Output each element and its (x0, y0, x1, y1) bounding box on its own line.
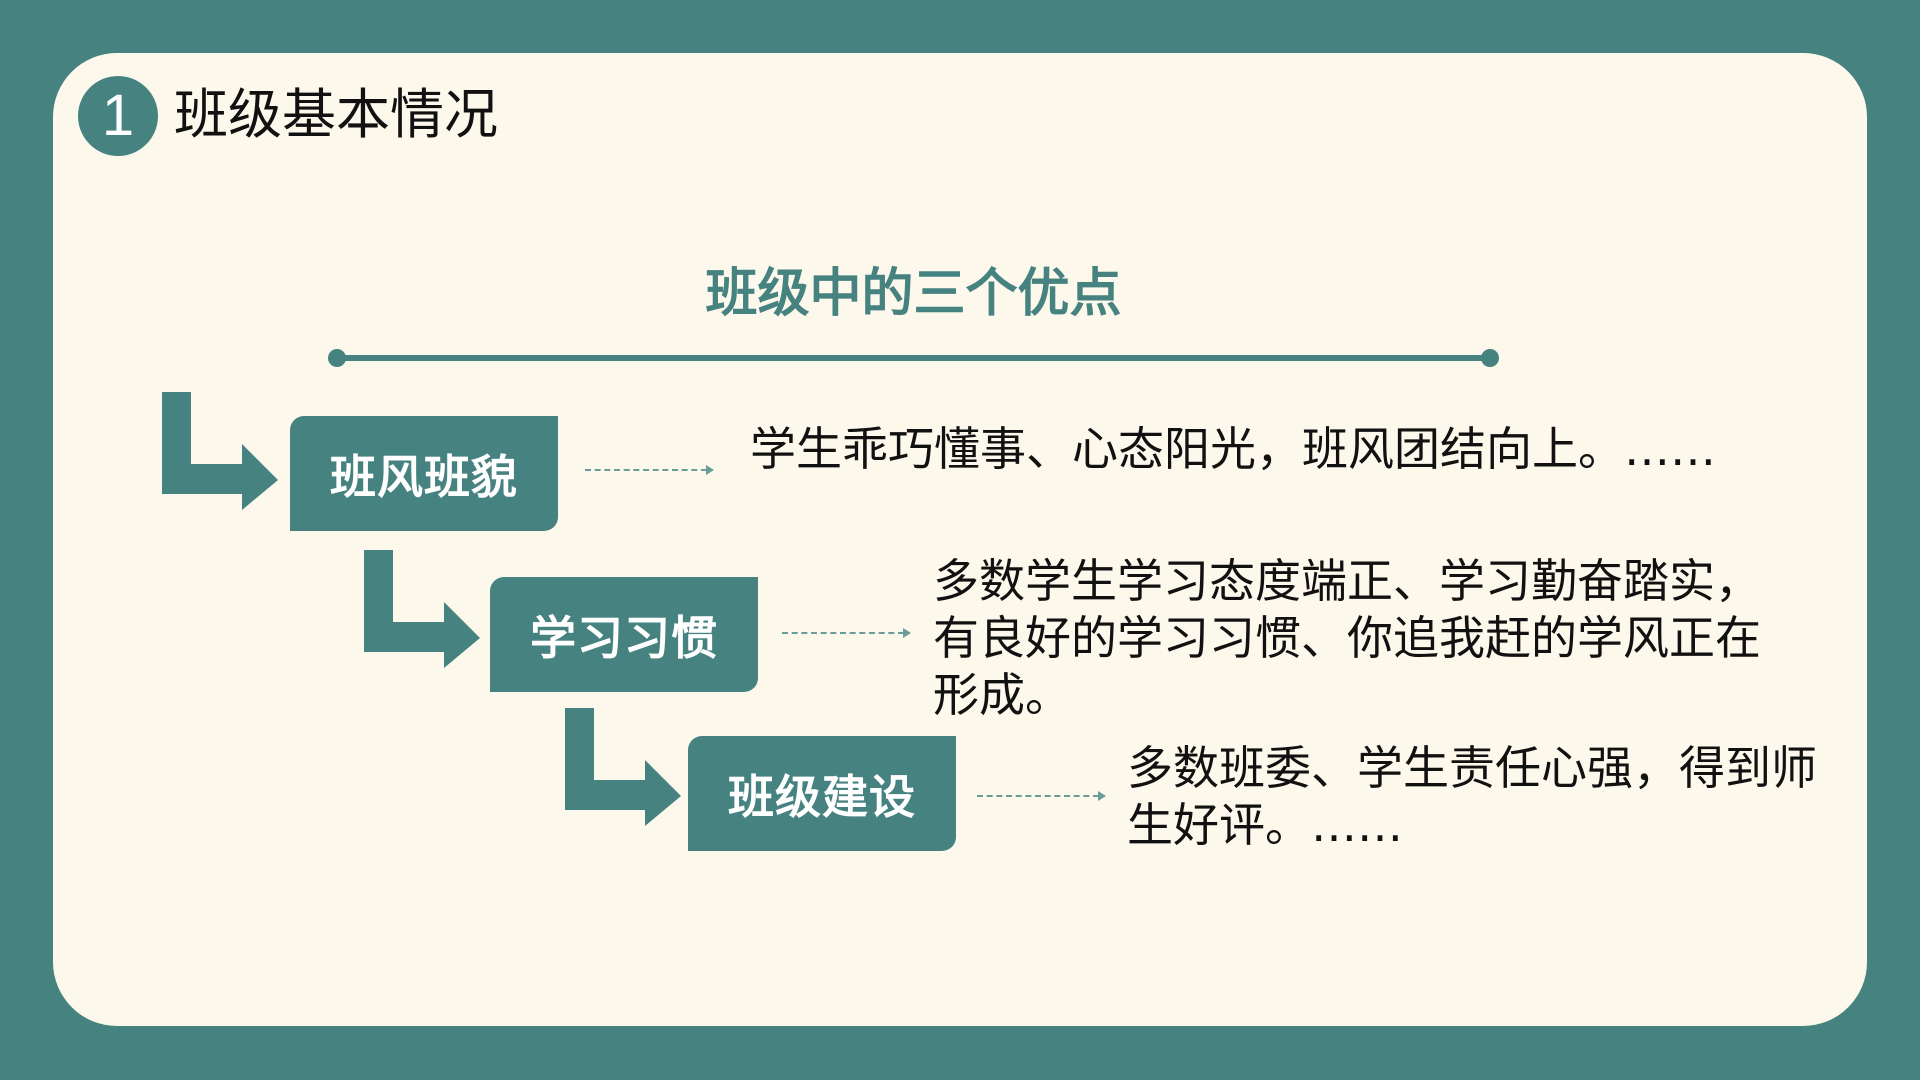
bend-arrow-icon (162, 392, 278, 510)
dotted-connector (782, 632, 904, 634)
connector-arrowhead-icon (1098, 791, 1106, 801)
dotted-connector (585, 469, 707, 471)
subtitle: 班级中的三个优点 (705, 264, 1122, 324)
item-description: 学生乖巧懂事、心态阳光，班风团结向上。…… (750, 422, 1716, 476)
bend-arrow-icon (565, 708, 681, 826)
item-label-box: 班级建设 (688, 736, 956, 851)
section-title: 班级基本情况 (174, 83, 498, 146)
divider-line (337, 355, 1490, 361)
connector-arrowhead-icon (903, 628, 911, 638)
item-description: 多数学生学习态度端正、学习勤奋踏实，有良好的学习习惯、你追我赶的学风正在形成。 (933, 554, 1761, 722)
dotted-connector (977, 795, 1099, 797)
bend-arrow-icon (364, 550, 480, 668)
divider-dot-left (328, 349, 346, 367)
connector-arrowhead-icon (706, 465, 714, 475)
divider-dot-right (1481, 349, 1499, 367)
item-description: 多数班委、学生责任心强，得到师生好评。…… (1127, 741, 1817, 852)
item-label-box: 班风班貌 (290, 416, 558, 531)
section-number-badge: 1 (78, 76, 158, 156)
item-label-box: 学习习惯 (490, 577, 758, 692)
content-panel (53, 53, 1867, 1026)
